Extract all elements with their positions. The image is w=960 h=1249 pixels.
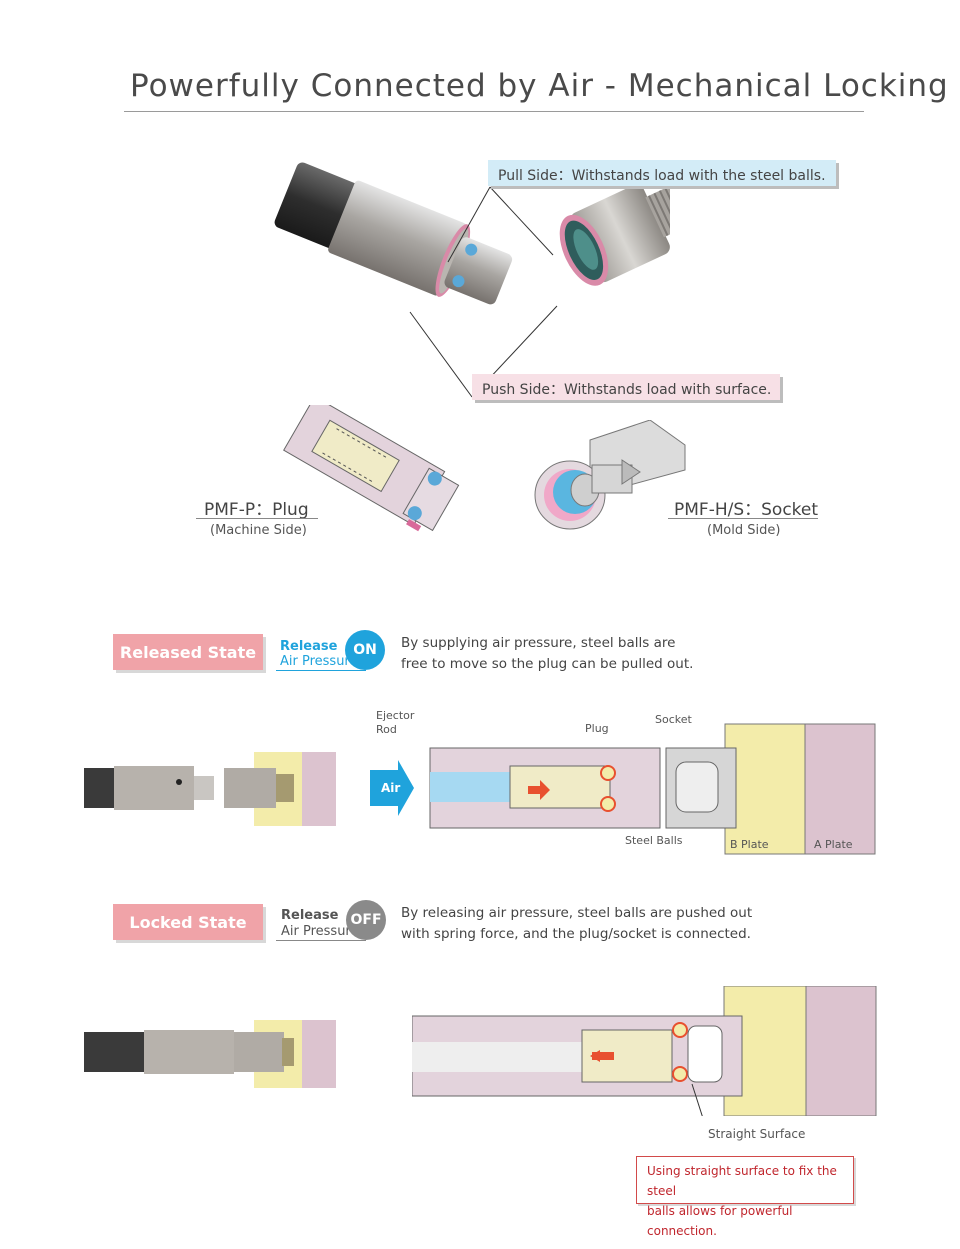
ejector-label-line2: Rod bbox=[376, 723, 397, 736]
released-underline bbox=[276, 670, 366, 671]
socket-label-underline bbox=[668, 518, 818, 519]
air-on-badge: ON bbox=[345, 630, 385, 670]
released-description-line1: By supplying air pressure, steel balls a… bbox=[401, 635, 676, 651]
plug-label: PMF-P：Plug bbox=[204, 500, 309, 520]
locked-state-pill: Locked State bbox=[113, 904, 263, 940]
socket-callout-label: Socket bbox=[655, 713, 692, 726]
released-cross-section bbox=[370, 723, 876, 855]
locked-photo bbox=[84, 1020, 336, 1088]
air-off-badge: OFF bbox=[346, 900, 386, 940]
note-line1: Using straight surface to fix the steel bbox=[647, 1164, 837, 1198]
push-side-callout: Push Side：Withstands load with surface. bbox=[472, 374, 780, 400]
released-state-pill: Released State bbox=[113, 634, 263, 670]
socket-cutaway-illustration bbox=[534, 420, 686, 530]
title-underline bbox=[124, 111, 864, 112]
plug-side-label: (Machine Side) bbox=[210, 523, 307, 538]
released-air-pressure-label: Air Pressure bbox=[280, 654, 358, 669]
plug-cutaway-illustration bbox=[283, 405, 460, 532]
b-plate-label: B Plate bbox=[730, 838, 769, 851]
locked-description-line1: By releasing air pressure, steel balls a… bbox=[401, 905, 753, 921]
released-release-label: Release bbox=[280, 639, 338, 654]
locked-release-label: Release bbox=[281, 908, 339, 923]
socket-side-label: (Mold Side) bbox=[707, 523, 781, 538]
page-title: Powerfully Connected by Air - Mechanical… bbox=[130, 68, 949, 104]
note-line2: balls allows for powerful connection. bbox=[647, 1204, 793, 1238]
ejector-label-line1: Ejector bbox=[376, 709, 415, 722]
locked-description-line2: with spring force, and the plug/socket i… bbox=[401, 926, 751, 942]
connection-note-box: Using straight surface to fix the steel … bbox=[636, 1156, 854, 1238]
plug-label-underline bbox=[196, 518, 318, 519]
pull-side-callout: Pull Side：Withstands load with the steel… bbox=[488, 160, 836, 186]
a-plate-label: A Plate bbox=[814, 838, 853, 851]
plug-socket-photo bbox=[274, 162, 670, 398]
locked-cross-section bbox=[412, 986, 877, 1116]
air-arrow-label: Air bbox=[381, 781, 401, 795]
locked-underline bbox=[276, 940, 366, 941]
released-description-line2: free to move so the plug can be pulled o… bbox=[401, 656, 694, 672]
straight-surface-label: Straight Surface bbox=[708, 1127, 806, 1141]
steel-balls-label: Steel Balls bbox=[625, 834, 683, 847]
plug-callout-label: Plug bbox=[585, 722, 609, 735]
released-photo bbox=[84, 752, 336, 826]
socket-label: PMF-H/S：Socket bbox=[674, 500, 819, 520]
locked-air-pressure-label: Air Pressure bbox=[281, 924, 359, 939]
